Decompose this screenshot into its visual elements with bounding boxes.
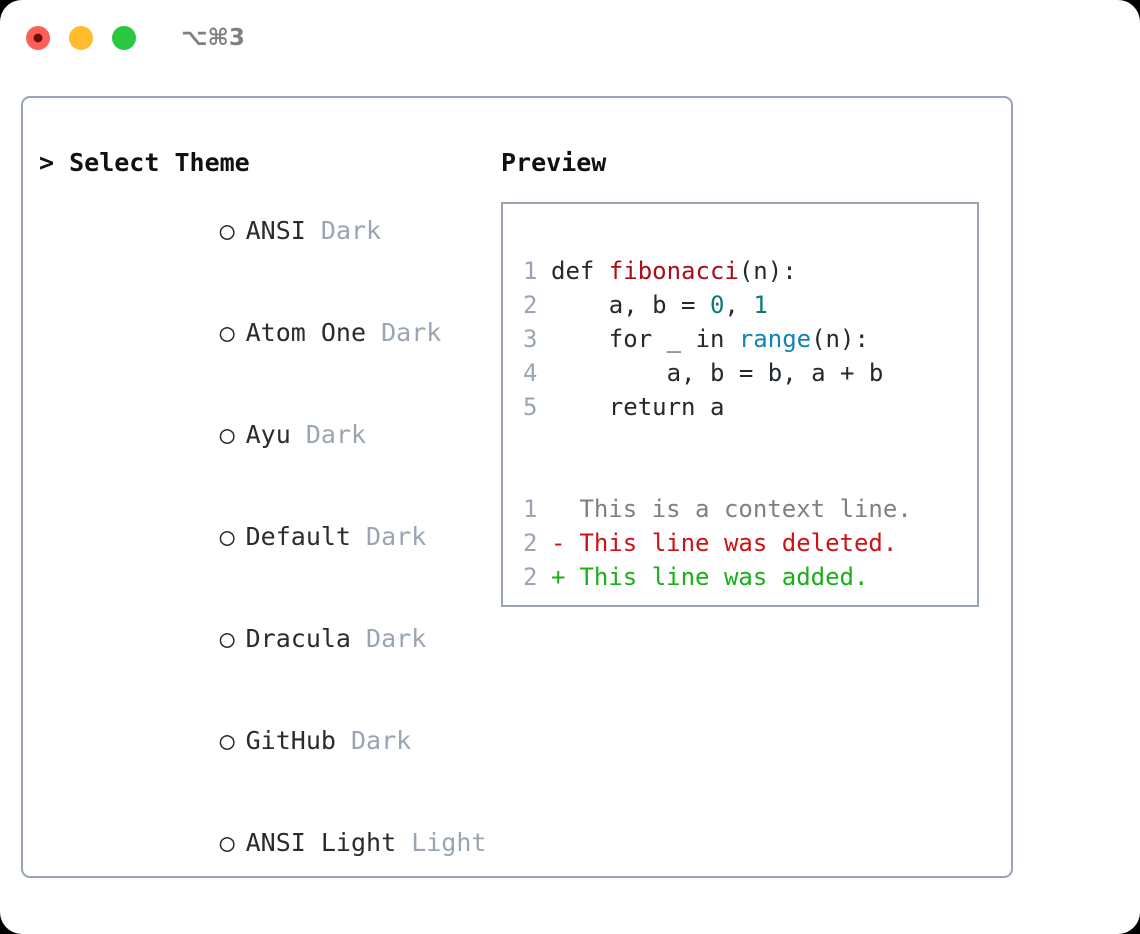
- theme-label: Ayu Light: [246, 930, 381, 934]
- close-button[interactable]: [26, 26, 50, 50]
- theme-list: ○ ANSI Dark ○ Atom One Dark ○ Ayu Dark ○ Def…: [39, 180, 499, 934]
- line-number: 2: [523, 291, 538, 319]
- code-token-number: 1: [753, 291, 768, 319]
- line-number: 1: [523, 495, 538, 523]
- preview-title: Preview: [501, 148, 607, 177]
- code-line: 2 a, b = 0, 1: [523, 288, 977, 322]
- theme-list-item[interactable]: ○Ayu Light Light: [39, 894, 499, 934]
- code-text: (n):: [738, 257, 797, 285]
- theme-label: GitHub: [245, 726, 336, 755]
- line-number: 2: [523, 563, 538, 591]
- theme-variant-badge: Dark: [305, 420, 367, 449]
- code-spacer: [523, 458, 977, 492]
- line-number: 3: [523, 325, 538, 353]
- theme-list-item[interactable]: ○ Ayu Dark: [39, 384, 499, 486]
- radio-icon: ○: [219, 522, 235, 551]
- window-controls: [26, 26, 136, 50]
- keyboard-shortcut-label: ⌥⌘3: [181, 25, 245, 51]
- theme-label: Dracula: [245, 624, 351, 653]
- maximize-button[interactable]: [112, 26, 136, 50]
- theme-label: ANSI: [245, 216, 306, 245]
- code-token-number: 0: [709, 291, 725, 319]
- code-text: for _ in: [551, 325, 739, 353]
- radio-icon: ○: [219, 420, 235, 449]
- theme-variant-badge: Light: [411, 828, 487, 857]
- radio-icon: ○: [220, 928, 246, 934]
- radio-icon: ○: [219, 318, 235, 347]
- theme-list-item[interactable]: ○ Default Dark: [39, 486, 499, 588]
- radio-icon: ○: [219, 216, 235, 245]
- theme-list-item[interactable]: ○ ANSI Dark: [39, 180, 499, 282]
- diff-line-deleted: 2- This line was deleted.: [523, 526, 977, 560]
- diff-sign: [551, 492, 565, 526]
- theme-variant-badge: Dark: [320, 216, 382, 245]
- code-text: a, b =: [551, 291, 710, 319]
- radio-icon: ○: [219, 828, 235, 857]
- line-number: 4: [523, 359, 538, 387]
- diff-text: This line was added.: [565, 563, 869, 591]
- diff-sign: +: [551, 563, 566, 591]
- theme-label: Atom One: [245, 318, 367, 347]
- code-text: def: [551, 257, 609, 285]
- radio-icon: ○: [219, 624, 235, 653]
- theme-list-item[interactable]: ○ GitHub Dark: [39, 690, 499, 792]
- main-panel: > Select Theme ○ ANSI Dark ○ Atom One Dark…: [21, 96, 1013, 934]
- code-text: (n):: [811, 325, 869, 353]
- theme-list-item[interactable]: ○ Dracula Dark: [39, 588, 499, 690]
- theme-variant-badge: Dark: [366, 522, 427, 551]
- theme-label: Ayu: [245, 420, 291, 449]
- theme-list-item[interactable]: ○ ANSI Light Light: [39, 792, 499, 894]
- page-title: > Select Theme: [39, 148, 250, 177]
- line-number: 5: [523, 393, 538, 421]
- diff-line-added: 2 + This line was added.: [523, 560, 977, 594]
- diff-text: This line was deleted.: [565, 529, 898, 557]
- code-line: 1 def fibonacci(n):: [523, 254, 977, 288]
- theme-variant-badge: Dark: [366, 624, 427, 653]
- diff-sign: -: [551, 529, 566, 557]
- theme-list-item[interactable]: ○ Atom One Dark: [39, 282, 499, 384]
- line-number: 2: [523, 529, 538, 557]
- title-bar: ⌥⌘3: [0, 0, 1140, 76]
- theme-label: Default: [245, 522, 351, 551]
- theme-variant-badge: Dark: [351, 726, 412, 755]
- theme-variant-badge: Dark: [381, 318, 442, 347]
- line-number: 1: [523, 257, 538, 285]
- code-spacer: [523, 424, 977, 458]
- code-token-function: fibonacci: [608, 257, 739, 285]
- code-token-builtin: range: [738, 325, 812, 353]
- radio-icon: ○: [219, 726, 235, 755]
- code-line: 5 return a: [523, 390, 977, 424]
- diff-line-context: 1 This is a context line.: [523, 492, 977, 526]
- code-text: return a: [551, 393, 725, 421]
- code-text: a, b = b, a + b: [551, 359, 884, 387]
- theme-label: ANSI Light: [245, 828, 397, 857]
- code-line: 4 a, b = b, a + b: [523, 356, 977, 390]
- diff-text: This is a context line.: [565, 495, 912, 523]
- theme-selector-column: > Select Theme ○ ANSI Dark ○ Atom One Dark…: [39, 146, 499, 934]
- code-text: ,: [724, 291, 754, 319]
- theme-variant-badge: Light: [396, 930, 471, 934]
- minimize-button[interactable]: [69, 26, 93, 50]
- code-line: 3 for _ in range(n):: [523, 322, 977, 356]
